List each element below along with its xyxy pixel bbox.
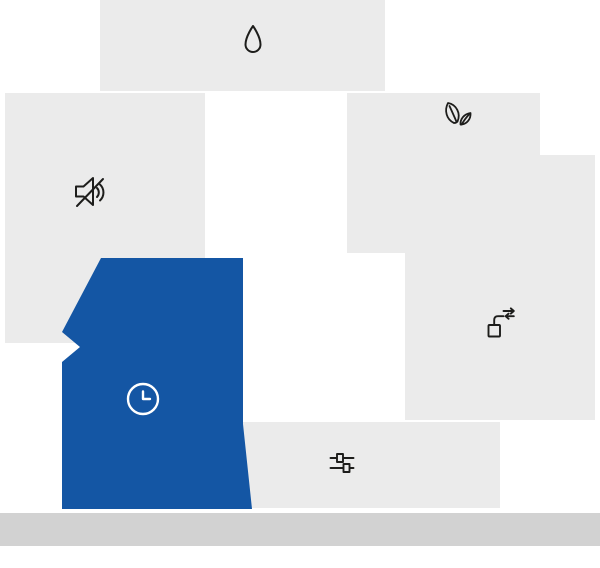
hose-connection-icon [482, 304, 518, 340]
tile-hose-connection[interactable] [405, 155, 595, 420]
tile-settings[interactable] [205, 422, 500, 508]
sliders-icon [327, 448, 357, 478]
tile-water[interactable] [100, 0, 385, 91]
water-drop-icon [238, 23, 268, 62]
tile-timer-highlight[interactable] [62, 258, 252, 509]
footer-bar [0, 513, 600, 546]
leaf-icon [440, 96, 474, 130]
speaker-muted-icon [68, 172, 110, 212]
